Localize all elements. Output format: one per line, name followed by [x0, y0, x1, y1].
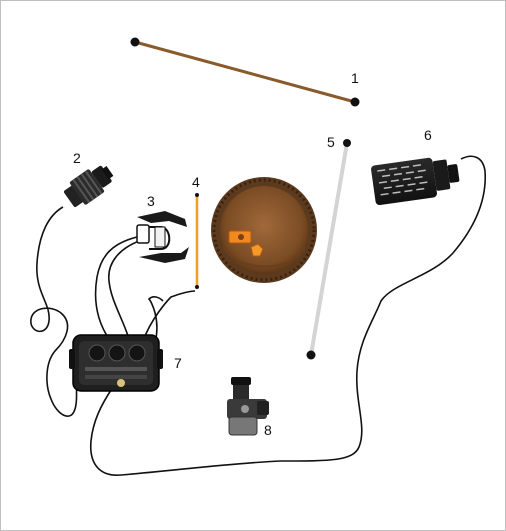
- item-label-1: 1: [351, 70, 359, 86]
- clamp-icon: [136, 211, 189, 263]
- item-label-7: 7: [174, 355, 182, 371]
- cables: [30, 155, 486, 476]
- power-pack-icon: [69, 334, 163, 392]
- cable-pack-right: [147, 296, 164, 344]
- cable-pack-to-6: [90, 155, 486, 476]
- cable-connector-icon: [64, 165, 114, 208]
- cable-2-loop: [30, 206, 88, 417]
- item-label-2: 2: [73, 150, 81, 166]
- reflector-dish: [211, 177, 317, 283]
- item-label-3: 3: [147, 193, 155, 209]
- cable-pack-to-clamp-a: [94, 236, 138, 340]
- cable-pack-to-clamp-b: [108, 240, 140, 340]
- cable-pack-to-4: [142, 290, 196, 342]
- item-label-4: 4: [192, 174, 200, 190]
- item-label-6: 6: [424, 127, 432, 143]
- orange-rod-icon: [195, 193, 199, 289]
- item-label-8: 8: [264, 422, 272, 438]
- grille-light-icon: [371, 157, 460, 206]
- silver-stand-icon: [306, 139, 351, 360]
- camera-icon: [227, 377, 269, 436]
- brown-rod-icon: [130, 37, 360, 107]
- item-label-5: 5: [327, 134, 335, 150]
